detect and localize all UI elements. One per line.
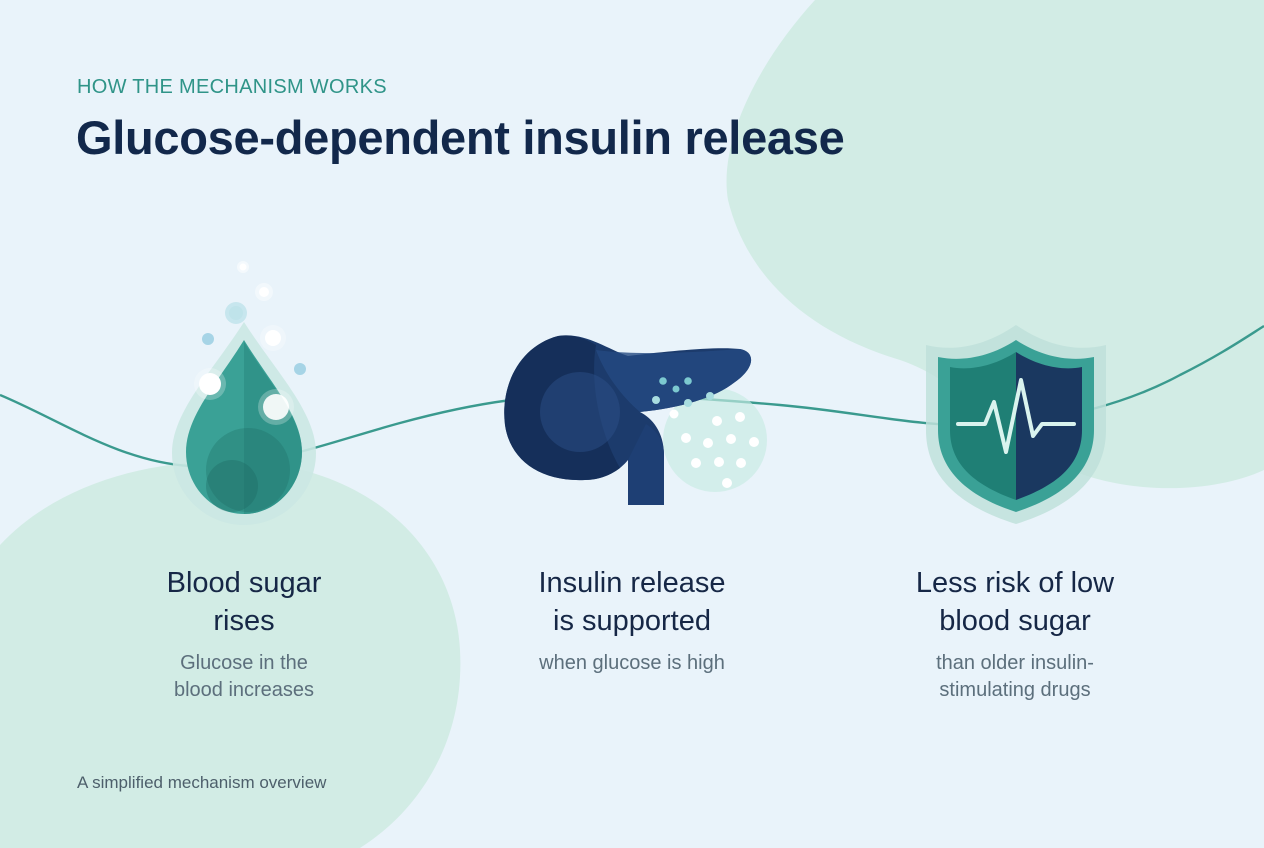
step-less-risk-low-blood-sugar: Less risk of low blood sugar than older … — [865, 564, 1165, 704]
step-title-line: Less risk of low — [915, 567, 1115, 599]
step-description: when glucose is high — [482, 650, 782, 677]
step-title: Blood sugar rises — [94, 564, 394, 640]
step-title: Insulin release is supported — [482, 564, 782, 640]
background-blob-bottom-left — [0, 461, 461, 848]
step-title-line: Insulin release — [538, 567, 726, 599]
background-blob-top-right — [726, 0, 1264, 489]
step-description: than older insulin- stimulating drugs — [865, 650, 1165, 704]
step-title-line: blood sugar — [939, 605, 1091, 637]
step-title: Less risk of low blood sugar — [865, 564, 1165, 640]
step-description-line: when glucose is high — [539, 652, 725, 674]
page-title: Glucose-dependent insulin release — [76, 111, 845, 164]
step-title-line: is supported — [553, 605, 711, 637]
step-title-line: rises — [213, 605, 275, 637]
footnote: A simplified mechanism overview — [77, 773, 327, 792]
eyebrow-label: HOW THE MECHANISM WORKS — [77, 76, 387, 98]
step-description-line: blood increases — [173, 679, 315, 701]
step-description-line: than older insulin- — [936, 652, 1094, 674]
step-title-line: Blood sugar — [166, 567, 322, 599]
step-blood-sugar-rises: Blood sugar rises Glucose in the blood i… — [94, 564, 394, 704]
step-description: Glucose in the blood increases — [94, 650, 394, 704]
step-description-line: stimulating drugs — [939, 679, 1091, 701]
step-description-line: Glucose in the — [180, 652, 308, 674]
step-insulin-release: Insulin release is supported when glucos… — [482, 564, 782, 677]
